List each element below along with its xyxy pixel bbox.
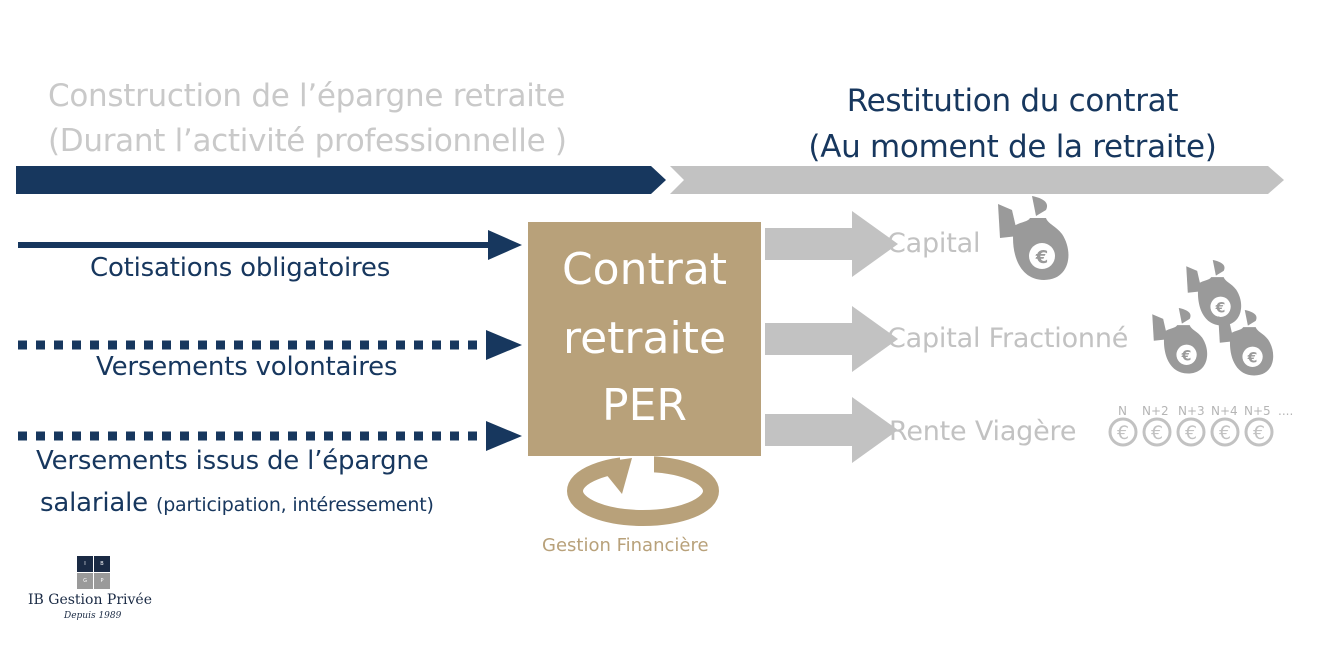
capital-label: Capital [887, 228, 981, 259]
company-tagline: Depuis 1989 [64, 611, 122, 621]
construction-subtitle: (Durant l’activité professionnelle ) [48, 123, 567, 159]
euro-coins: € € € € € [1108, 417, 1274, 447]
svg-text:€: € [1219, 422, 1231, 444]
money-bag-icon: € [1218, 310, 1274, 376]
logo-letter: G [77, 573, 93, 589]
rente-viagere-label: Rente Viagère [889, 416, 1077, 447]
epargne-label-line1: Versements issus de l’épargne [36, 446, 429, 476]
euro-coin-icon: € [1142, 417, 1172, 447]
epargne-label-line2: salariale (participation, intéressement) [40, 488, 434, 518]
volontaires-arrow [18, 330, 522, 360]
gestion-cycle-icon [567, 455, 719, 526]
euro-coin-icon: € [1210, 417, 1240, 447]
euro-coin-icon: € [1176, 417, 1206, 447]
capital-arrow [765, 211, 898, 277]
cotisations-arrow [18, 230, 522, 260]
money-bag-icon: € [1186, 260, 1242, 326]
year-label: .... [1278, 404, 1294, 418]
timeline-restitution-bar [670, 166, 1284, 194]
volontaires-label: Versements volontaires [96, 352, 398, 382]
epargne-label-note: (participation, intéressement) [155, 494, 434, 516]
epargne-arrow [18, 421, 522, 451]
year-label: N+3 [1178, 404, 1205, 418]
year-label: N+5 [1244, 404, 1271, 418]
logo-letter: B [94, 556, 110, 572]
svg-text:€: € [1247, 350, 1258, 366]
capital-fractionne-arrow [765, 306, 898, 372]
year-label: N [1118, 404, 1127, 418]
year-label: N+2 [1142, 404, 1169, 418]
timeline-construction-bar [16, 166, 666, 194]
restitution-title: Restitution du contrat [846, 83, 1179, 119]
svg-text:€: € [1035, 247, 1049, 268]
year-label: N+4 [1211, 404, 1238, 418]
gestion-financiere-label: Gestion Financière [542, 535, 709, 556]
svg-text:€: € [1151, 422, 1163, 444]
contract-line2: retraite [562, 313, 727, 364]
cotisations-label: Cotisations obligatoires [90, 253, 391, 283]
contrat-retraite-box: Contrat retraite PER [528, 222, 761, 456]
construction-title: Construction de l’épargne retraite [48, 78, 566, 114]
restitution-subtitle: (Au moment de la retraite) [808, 129, 1217, 165]
money-bag-icon: € [998, 196, 1069, 280]
construction-header: Construction de l’épargne retraite (Dura… [48, 74, 648, 164]
euro-coin-icon: € [1244, 417, 1274, 447]
svg-text:€: € [1185, 422, 1197, 444]
epargne-label-main: salariale [40, 488, 148, 518]
rente-viagere-arrow [765, 397, 898, 463]
euro-coin-icon: € [1108, 417, 1138, 447]
logo-letter: I [77, 556, 93, 572]
contract-line3: PER [602, 380, 687, 431]
money-bag-icon: € [1152, 308, 1208, 374]
svg-text:€: € [1215, 300, 1226, 316]
contract-line1: Contrat [561, 244, 728, 295]
svg-text:€: € [1117, 422, 1129, 444]
logo-letter: P [94, 573, 110, 589]
company-name: IB Gestion Privée [28, 592, 152, 608]
capital-fractionne-label: Capital Fractionné [887, 323, 1129, 354]
svg-text:€: € [1181, 348, 1192, 364]
restitution-header: Restitution du contrat (Au moment de la … [780, 78, 1245, 170]
svg-text:€: € [1253, 422, 1265, 444]
